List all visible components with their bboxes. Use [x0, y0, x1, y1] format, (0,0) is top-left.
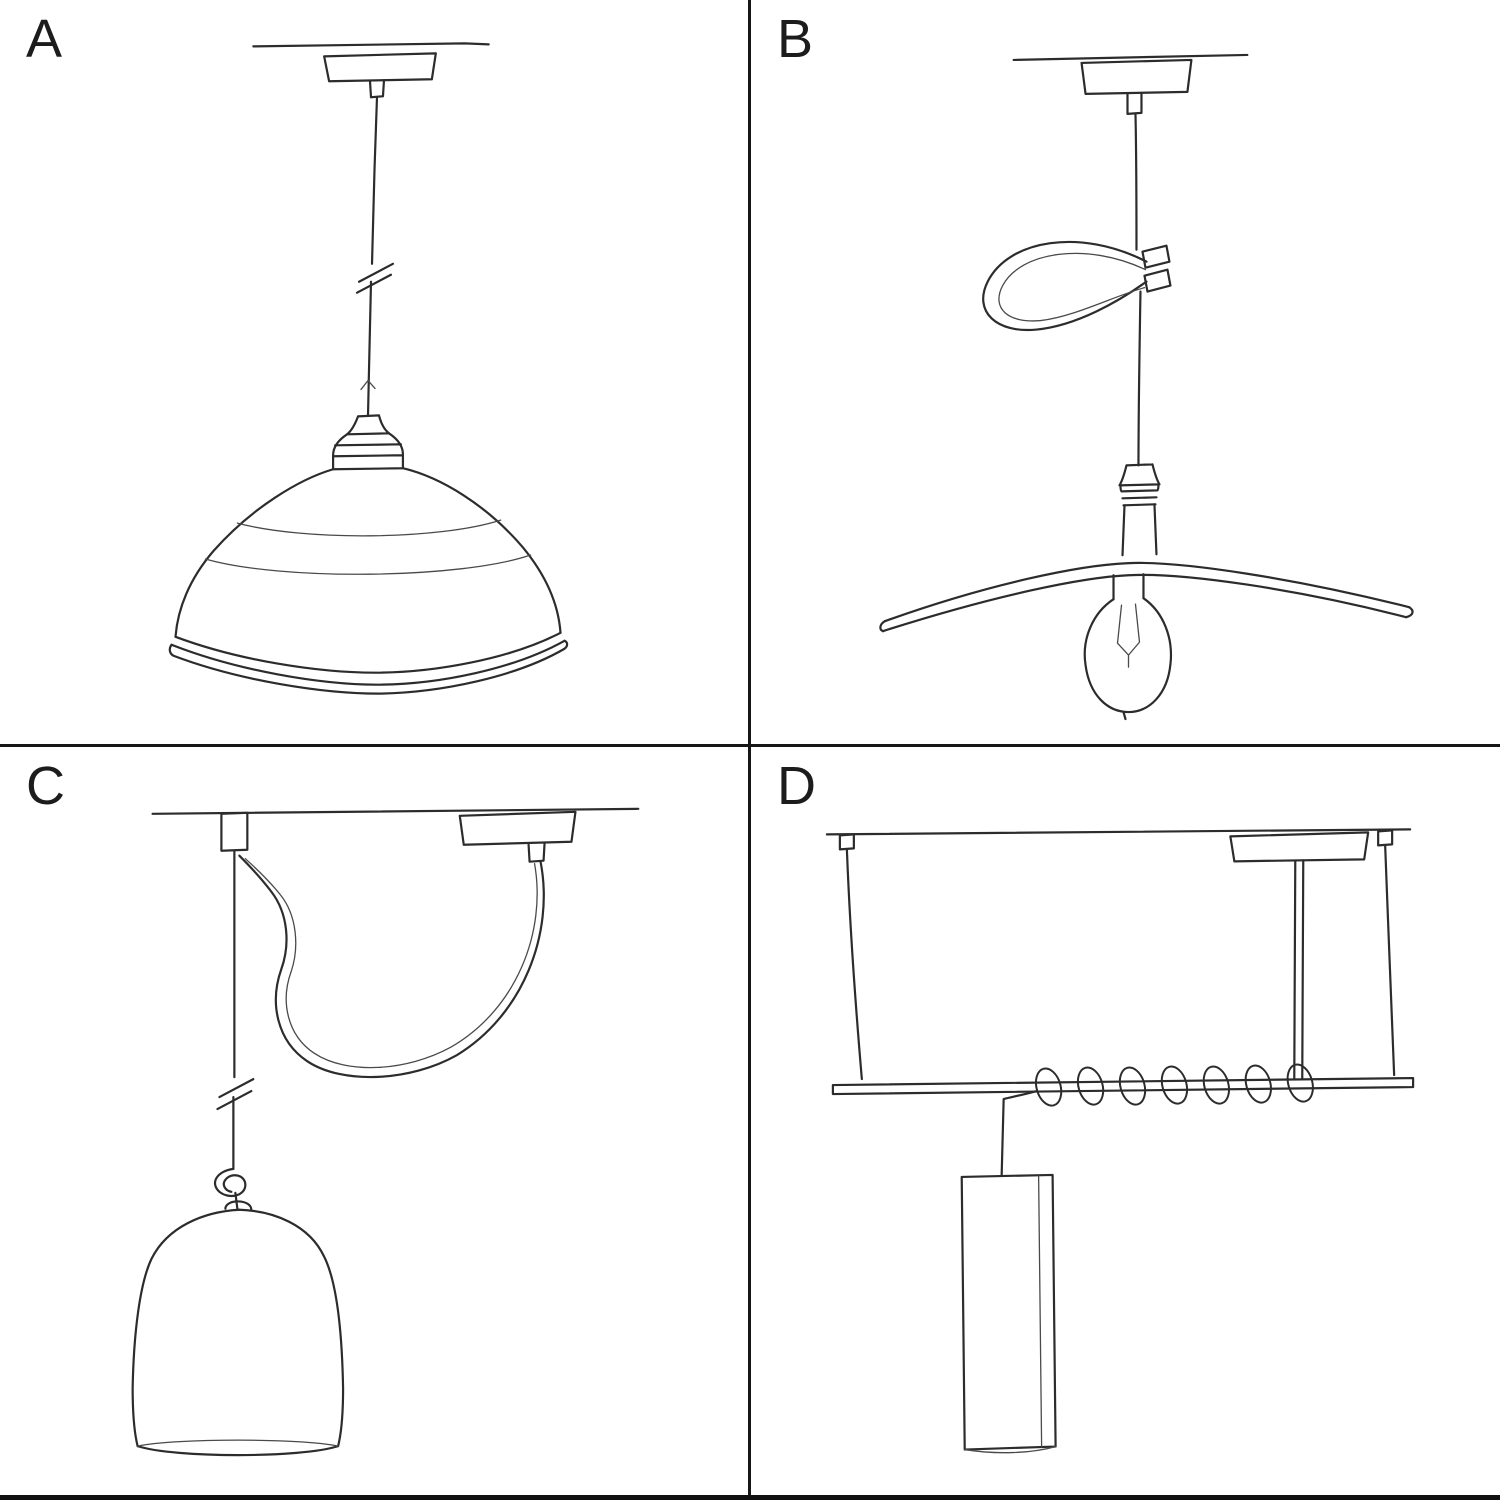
panel-d-label: D	[777, 756, 817, 816]
panel-b: B	[751, 0, 1500, 744]
vertical-divider	[748, 0, 751, 1500]
panel-d: D	[751, 747, 1500, 1496]
swag-bell-shade-pendant-sketch-icon	[131, 807, 640, 1457]
bar-suspension-tube-pendant-sketch-icon	[825, 828, 1415, 1454]
panel-c-label: C	[26, 756, 66, 816]
panel-b-label: B	[777, 9, 815, 69]
panel-a: A	[0, 0, 748, 744]
panel-c: C	[0, 747, 748, 1496]
industrial-bowl-shade-pendant-sketch-icon	[168, 42, 569, 695]
flat-plate-pendant-with-bulb-sketch-icon	[879, 53, 1414, 721]
bottom-border-line	[0, 1495, 1500, 1500]
horizontal-divider	[0, 744, 1500, 747]
panel-a-label: A	[26, 9, 64, 69]
